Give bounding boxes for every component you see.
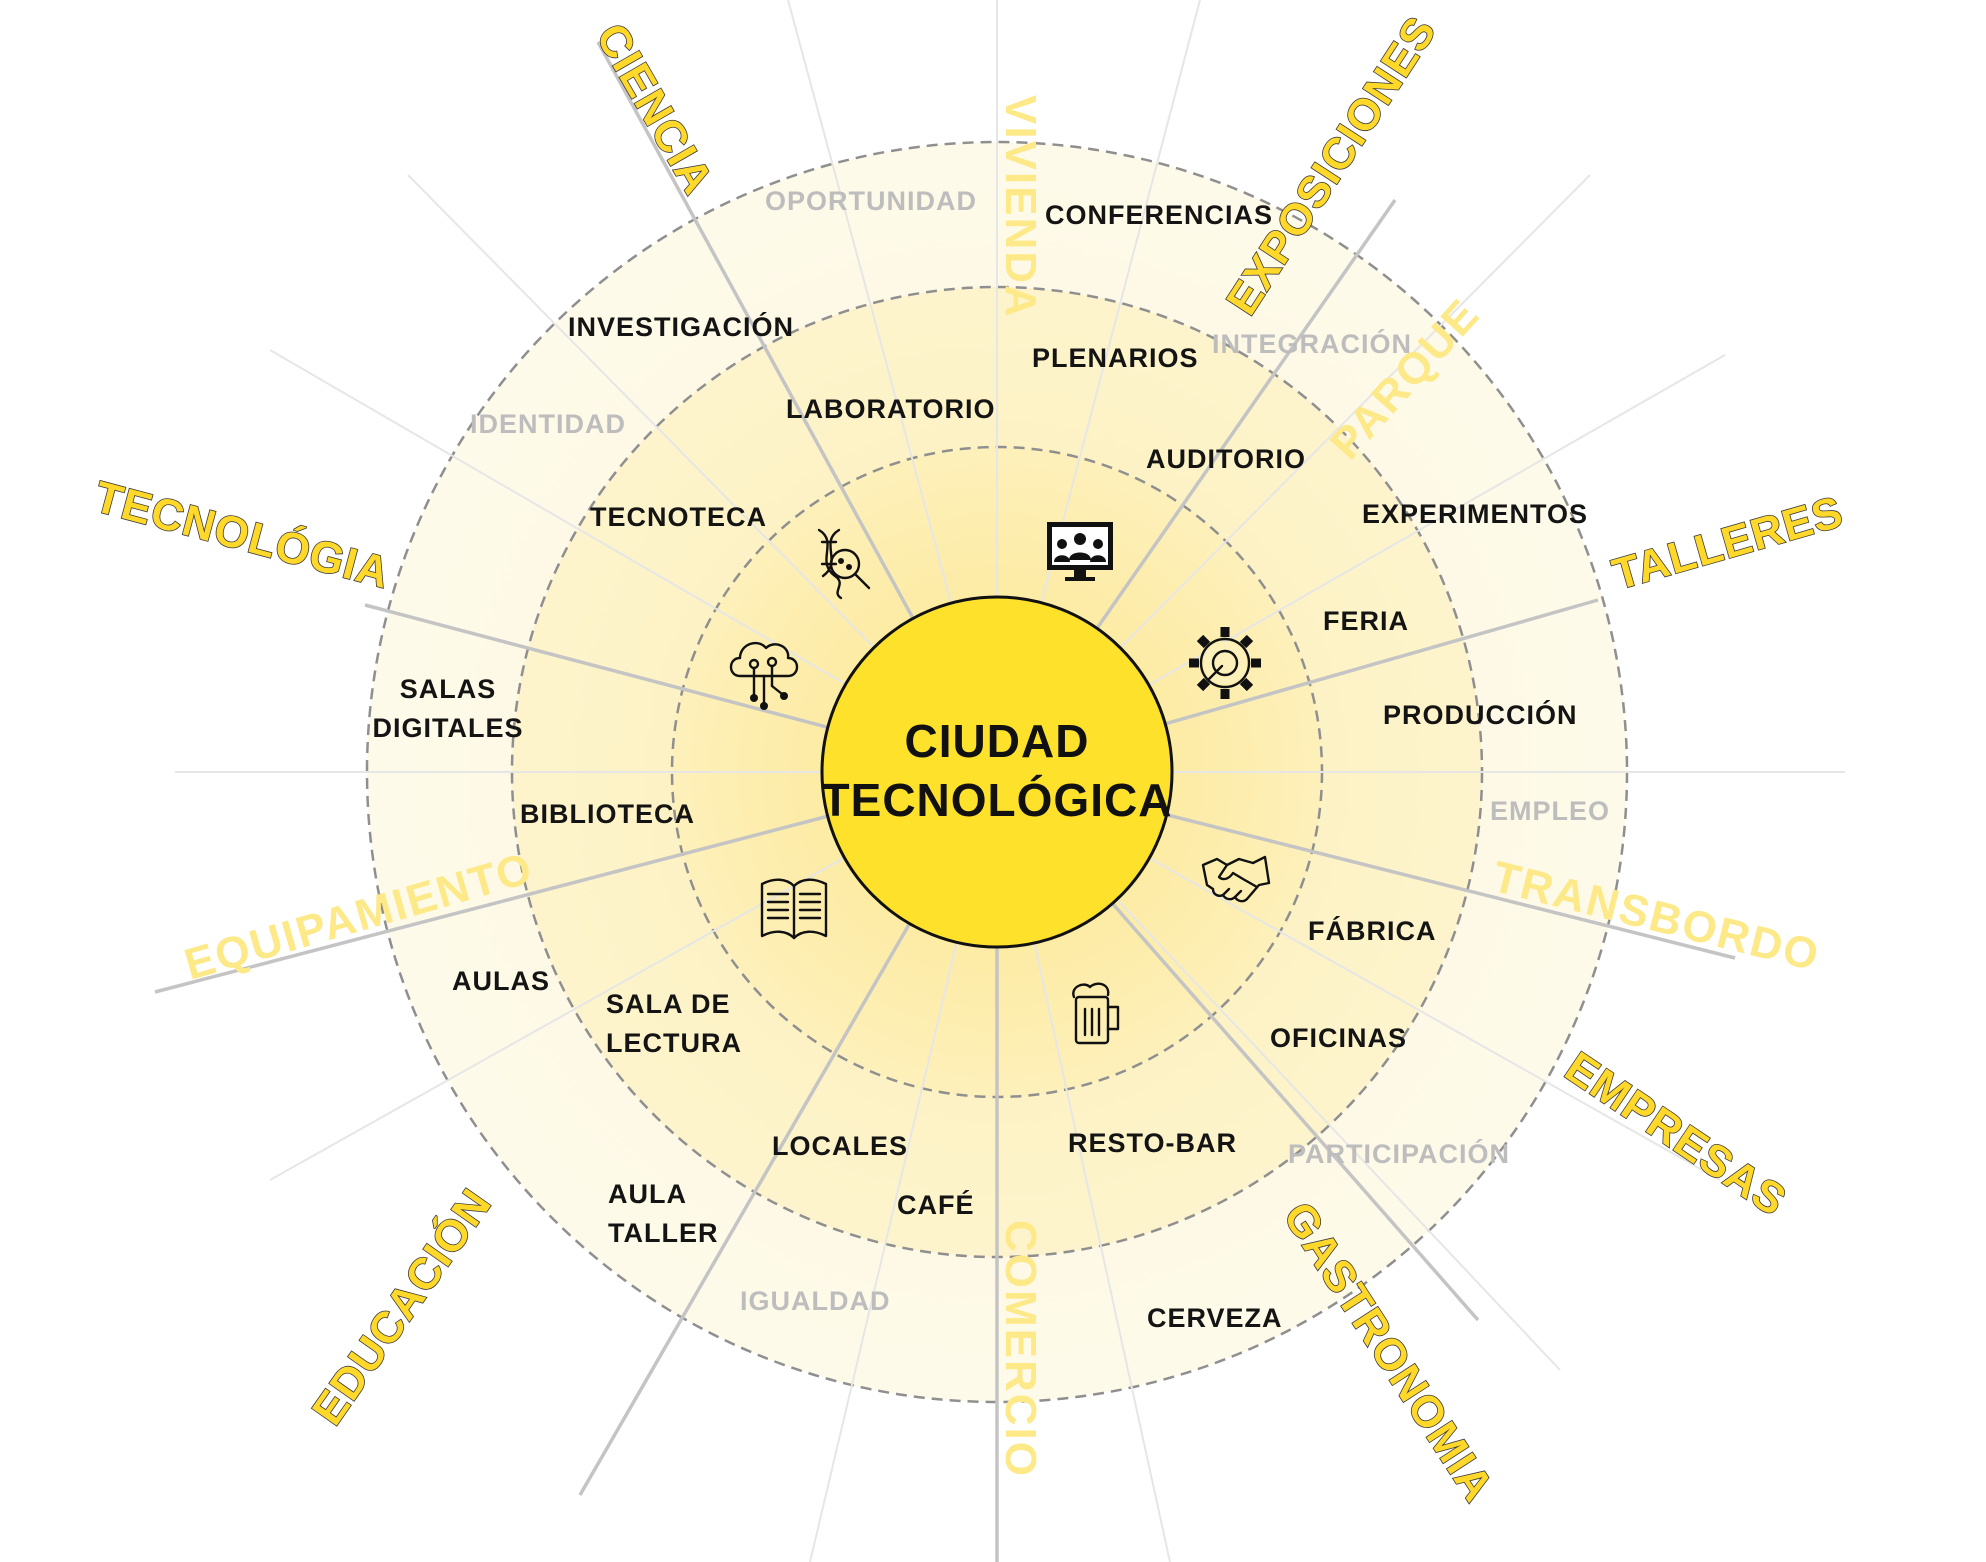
- item-oficinas: OFICINAS: [1270, 1023, 1407, 1053]
- beer-mug-icon: [1072, 982, 1120, 1045]
- value-identidad: IDENTIDAD: [470, 409, 626, 439]
- center-title-line2: TECNOLÓGICA: [822, 774, 1173, 826]
- gear-wrench-icon: [1189, 627, 1261, 699]
- category-comercio: COMERCIO: [996, 1220, 1045, 1478]
- value-igualdad: IGUALDAD: [740, 1286, 891, 1316]
- category-talleres: TALLERES: [1607, 487, 1848, 599]
- category-empresas: EMPRESAS: [1556, 1043, 1795, 1226]
- category-ciencia: CIENCIA: [586, 16, 722, 203]
- open-book-icon: [760, 878, 828, 940]
- item-plenarios: PLENARIOS: [1032, 343, 1199, 373]
- value-empleo: EMPLEO: [1490, 796, 1610, 826]
- conference-screen-icon: [1047, 522, 1113, 581]
- item-aulas: AULAS: [452, 966, 550, 996]
- value-participacion: PARTICIPACIÓN: [1288, 1138, 1510, 1169]
- item-auditorio: AUDITORIO: [1146, 444, 1306, 474]
- item-salas-line2: DIGITALES: [372, 713, 523, 743]
- center-title-line1: CIUDAD: [905, 715, 1090, 767]
- cloud-circuit-icon: [729, 641, 799, 710]
- item-aula-taller-line1: AULA: [608, 1179, 687, 1209]
- item-aula-taller-line2: TALLER: [608, 1218, 718, 1248]
- category-tecnologia: TECNOLÓGIA: [89, 471, 395, 598]
- item-investigacion: INVESTIGACIÓN: [568, 311, 794, 342]
- item-tecnoteca: TECNOTECA: [590, 502, 767, 532]
- item-conferencias: CONFERENCIAS: [1045, 200, 1273, 230]
- item-salas-line1: SALAS: [400, 674, 497, 704]
- handshake-icon: [1201, 855, 1271, 903]
- item-cerveza: CERVEZA: [1147, 1303, 1283, 1333]
- dna-research-icon: [817, 528, 871, 600]
- item-biblioteca: BIBLIOTECA: [520, 799, 695, 829]
- item-sala-lectura-line1: SALA DE: [606, 989, 731, 1019]
- item-experimentos: EXPERIMENTOS: [1362, 499, 1588, 529]
- item-locales: LOCALES: [772, 1131, 908, 1161]
- value-oportunidad: OPORTUNIDAD: [765, 186, 977, 216]
- center-circle: [820, 595, 1174, 949]
- category-educacion: EDUCACIÓN: [302, 1179, 501, 1433]
- value-integracion: INTEGRACIÓN: [1212, 328, 1412, 359]
- item-cafe: CAFÉ: [897, 1189, 975, 1220]
- category-vivienda: VIVIENDA: [996, 95, 1045, 319]
- item-fabrica: FÁBRICA: [1308, 915, 1437, 946]
- item-sala-lectura-line2: LECTURA: [606, 1028, 742, 1058]
- item-produccion: PRODUCCIÓN: [1383, 699, 1578, 730]
- item-feria: FERIA: [1323, 606, 1409, 636]
- item-resto-bar: RESTO-BAR: [1068, 1128, 1237, 1158]
- item-laboratorio: LABORATORIO: [786, 394, 996, 424]
